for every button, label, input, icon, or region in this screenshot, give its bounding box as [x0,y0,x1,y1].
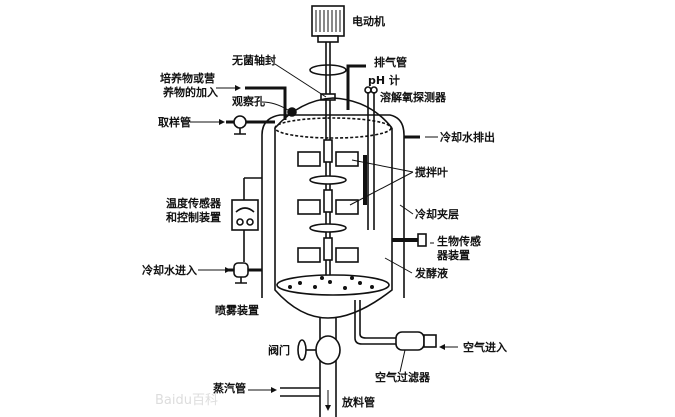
label-temp-1: 温度传感器 [166,196,222,210]
discharge-pipe [319,318,337,417]
air-filter [395,331,425,351]
label-shaft-seal: 无菌轴封 [231,53,276,67]
label-do-probe: 溶解氧探测器 [380,90,447,104]
vessel-body [274,128,393,319]
valve [315,335,341,365]
label-steam: 蒸汽管 [213,381,246,395]
exhaust-pipe [346,64,366,110]
cooling-jacket [261,114,405,298]
label-biosensor-1: 生物传感 [437,234,481,248]
label-impeller: 搅拌叶 [415,165,448,179]
label-cooling-in: 冷却水进入 [142,263,197,277]
label-air-filter: 空气过滤器 [375,370,431,384]
label-nutrient-1: 培养物或营 [160,71,215,85]
label-exhaust: 排气管 [374,55,407,69]
steam-pipe [280,387,320,397]
label-valve: 阀门 [268,343,290,357]
watermark: Baidu百科 [155,393,218,408]
air-pipe [354,300,396,345]
label-air-in: 空气进入 [463,340,507,354]
label-sight-glass: 观察孔 [232,94,265,108]
label-broth: 发酵液 [414,266,449,280]
nutrient-pipe [245,86,287,120]
temperature-controller [231,199,259,231]
label-biosensor-2: 器装置 [436,248,470,262]
label-jacket: 冷却夹层 [415,207,459,221]
sight-glass [287,107,297,117]
label-sparger: 喷雾装置 [215,303,259,317]
motor-icon [311,5,345,43]
label-sampling: 取样管 [158,115,191,129]
label-cooling-out: 冷却水排出 [440,130,495,144]
rotation-arrow [309,64,347,76]
label-discharge: 放料管 [341,395,375,409]
label-temp-2: 和控制装置 [166,210,221,224]
label-ph-meter: pH 计 [368,73,400,87]
sparger-plate [276,274,390,296]
impeller-blades [297,139,359,263]
ph-probe [367,92,375,230]
label-motor: 电动机 [352,14,385,28]
label-nutrient-2: 养物的加入 [162,85,218,99]
